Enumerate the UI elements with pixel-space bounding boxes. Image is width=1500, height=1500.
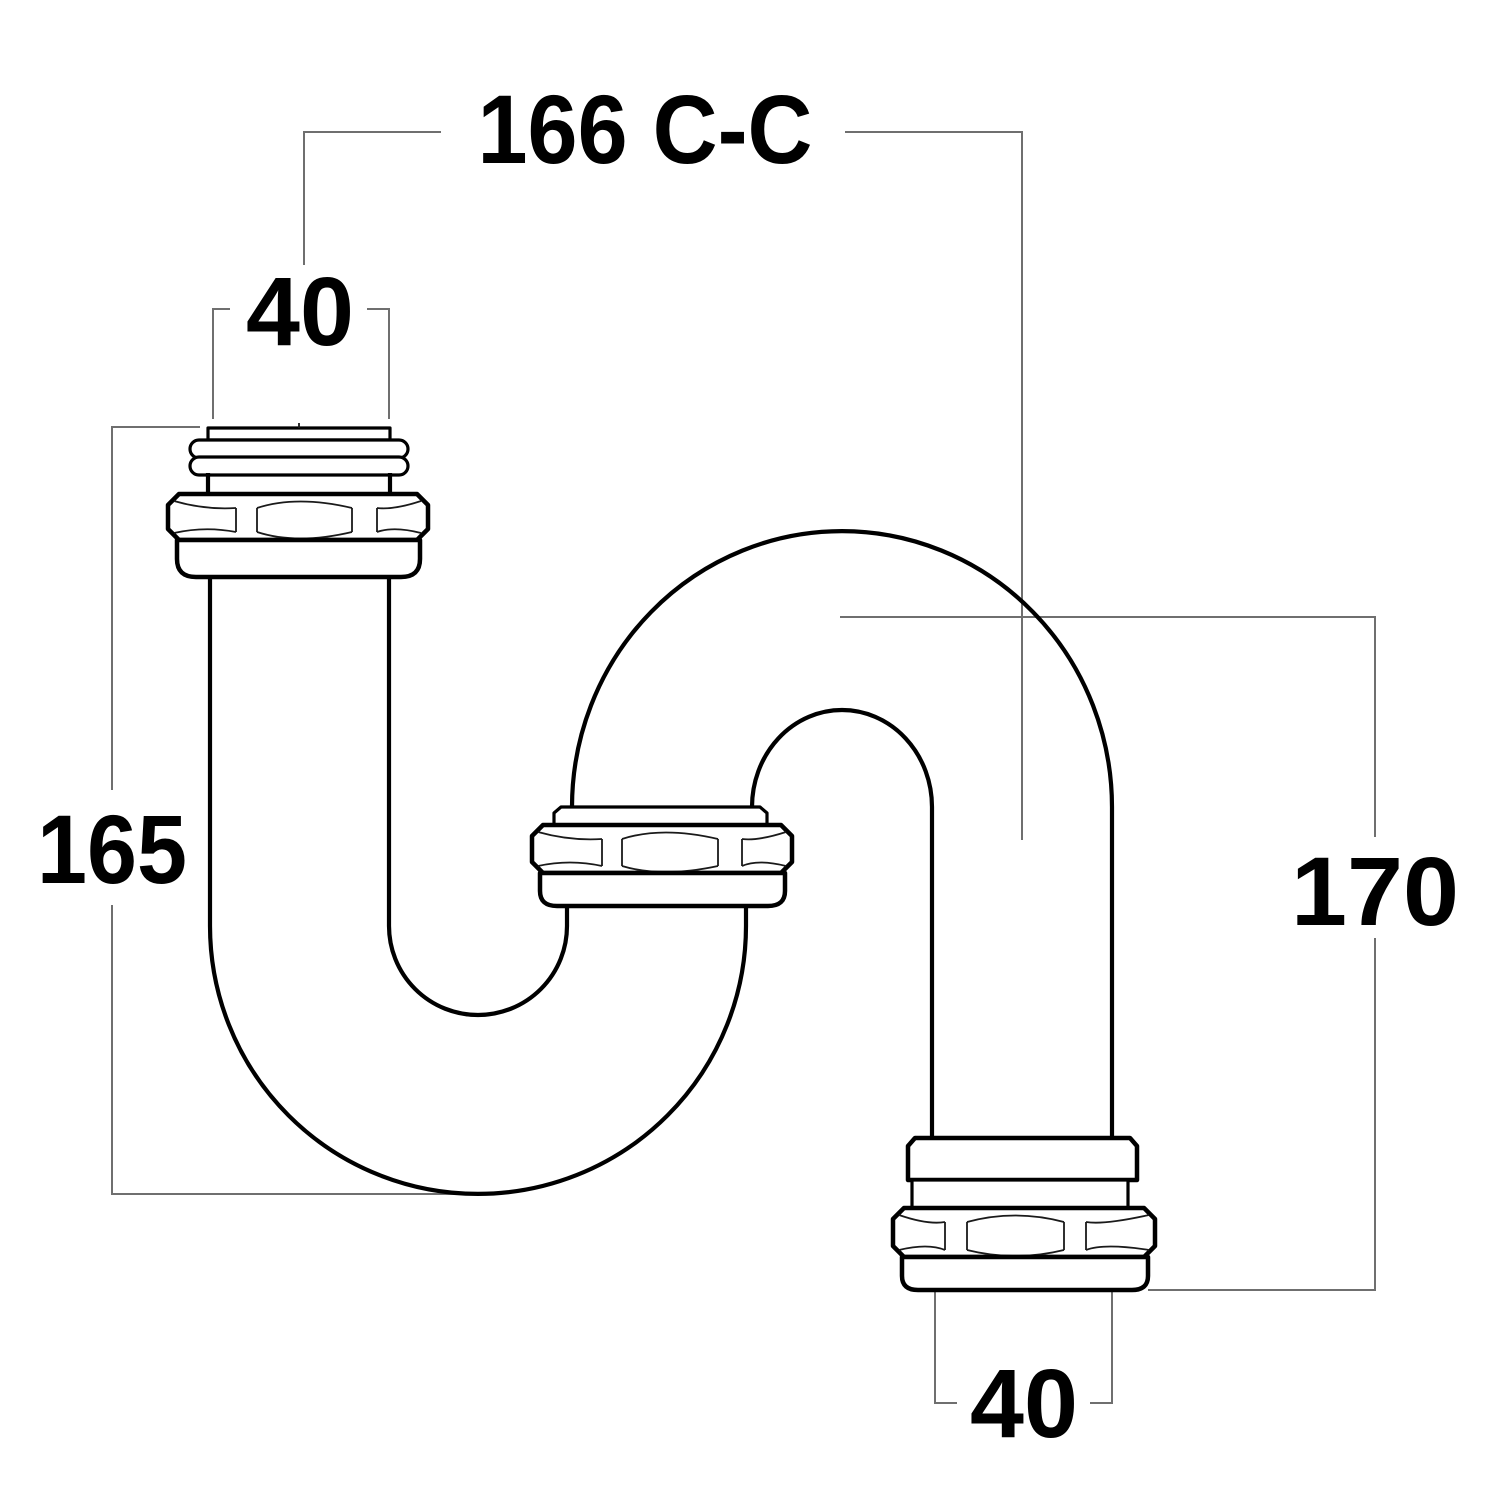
pipe-right-inner-wall: [749, 707, 935, 1142]
outlet-sleeve: [910, 1178, 1130, 1210]
inlet-fitting: [165, 423, 431, 580]
dim-170-leader-bottom: [1148, 938, 1376, 1291]
outlet-hex-facet-curves: [898, 1214, 1150, 1257]
pipe-body: [207, 528, 1115, 1197]
dim-label-outlet-diameter: 40: [970, 1349, 1078, 1458]
inlet-oring-upper: [188, 438, 410, 460]
dim-165-leader-top: [111, 426, 200, 790]
dim-cc-leader-right: [845, 131, 1023, 840]
dim-top-od-bracket-right: [367, 308, 390, 419]
dim-label-center-to-center: 166 C-C: [478, 75, 813, 184]
inlet-flange: [206, 426, 392, 442]
inlet-skirt: [174, 537, 423, 580]
middle-hex-facet-curves: [537, 831, 787, 873]
dim-label-inlet-diameter: 40: [246, 257, 354, 366]
dimension-labels: 166 C-C 40 165 170 40: [37, 75, 1459, 1458]
dim-cc-leader-left: [303, 131, 441, 265]
dim-bottom-od-bracket-left: [934, 1290, 957, 1404]
dim-165-leader-bottom: [111, 905, 472, 1195]
outlet-collar: [905, 1135, 1140, 1183]
middle-collar: [552, 805, 769, 827]
outlet-fitting: [890, 1135, 1158, 1293]
dim-170-leader-top: [840, 616, 1376, 837]
inlet-hex-facet-columns: [235, 508, 378, 532]
dim-top-od-bracket-left: [212, 308, 230, 419]
dim-bottom-od-bracket-right: [1090, 1290, 1113, 1404]
inlet-oring-lower: [188, 455, 410, 477]
dim-label-inlet-height: 165: [37, 795, 187, 904]
middle-skirt: [537, 870, 788, 909]
outlet-skirt: [899, 1254, 1151, 1293]
outlet-hex-facet-columns: [944, 1222, 1087, 1250]
pipe-left-inner-wall: [386, 556, 570, 1018]
middle-coupling: [529, 805, 795, 909]
pipe-left-outer-wall: [207, 556, 749, 1197]
inlet-hex-facet-curves: [173, 500, 422, 540]
middle-hex-facet-columns: [601, 839, 743, 866]
pipe-right-outer-wall: [569, 528, 1115, 1142]
dim-label-outlet-height: 170: [1291, 837, 1459, 946]
